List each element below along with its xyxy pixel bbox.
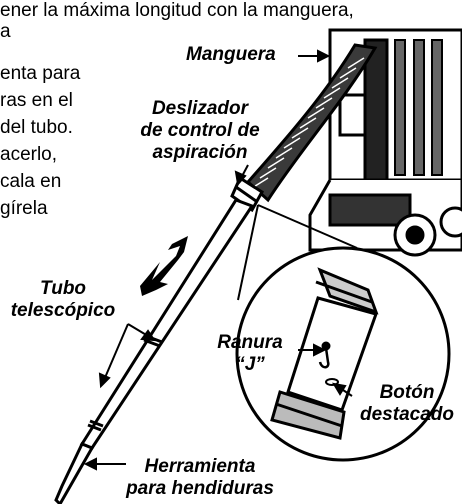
vacuum-wheels bbox=[393, 206, 462, 257]
label-herramienta-line: para hendiduras bbox=[126, 478, 274, 499]
hose-ribs bbox=[251, 57, 365, 189]
label-boton-line: Botón bbox=[379, 382, 435, 403]
coupling-detail bbox=[270, 267, 379, 440]
label-tubo-line: telescópico bbox=[10, 300, 116, 321]
telescopic-wand bbox=[79, 198, 255, 450]
label-ranura-line: “J” bbox=[235, 354, 265, 375]
crevice-tool bbox=[54, 442, 95, 504]
label-boton-destacado: Botón destacado bbox=[352, 382, 462, 426]
label-ranura-line: Ranura bbox=[217, 332, 283, 353]
instruction-line: gírela bbox=[0, 198, 48, 219]
label-herramienta: Herramienta para hendiduras bbox=[110, 456, 290, 500]
label-boton-line: destacado bbox=[360, 404, 454, 425]
label-manguera: Manguera bbox=[186, 44, 276, 65]
label-deslizador-line: de control de bbox=[140, 120, 260, 141]
label-deslizador-line: Deslizador bbox=[151, 98, 249, 119]
label-tubo-telescopico: Tubo telescópico bbox=[0, 278, 126, 322]
wand-joints bbox=[87, 334, 163, 432]
label-ranura-j: Ranura “J” bbox=[200, 332, 300, 376]
instruction-line: del tubo. bbox=[0, 117, 73, 138]
instruction-line: a bbox=[0, 21, 11, 42]
instruction-line: acerlo, bbox=[0, 144, 58, 165]
zoom-lines bbox=[237, 204, 358, 301]
label-herramienta-line: Herramienta bbox=[144, 456, 256, 477]
instruction-line: enta para bbox=[0, 63, 81, 84]
label-tubo-line: Tubo bbox=[39, 278, 87, 299]
leader-lines bbox=[83, 49, 353, 471]
label-deslizador: Deslizador de control de aspiración bbox=[130, 98, 270, 164]
label-deslizador-line: aspiración bbox=[152, 142, 248, 163]
double-arrow-icon bbox=[140, 236, 188, 296]
instruction-line: cala en bbox=[0, 171, 62, 192]
instruction-line: ener la máxima longitud con la manguera, bbox=[0, 0, 354, 21]
instruction-line: ras en el bbox=[0, 90, 73, 111]
vacuum-body bbox=[308, 28, 462, 252]
suction-slider bbox=[230, 175, 264, 213]
